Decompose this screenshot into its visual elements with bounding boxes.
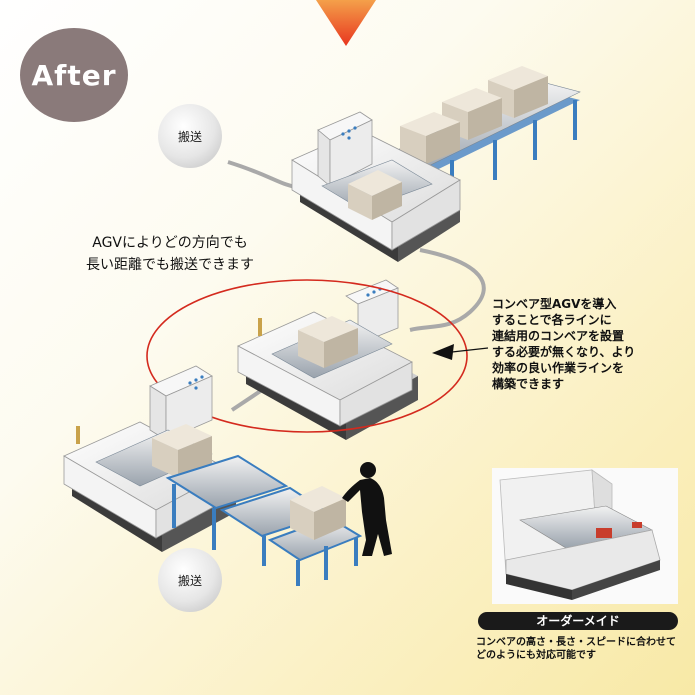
- transport-label: 搬送: [177, 129, 202, 144]
- agv-vehicle-lower: [63, 365, 236, 552]
- note-line: 構築できます: [492, 377, 565, 391]
- custom-desc-line: コンベアの高さ・長さ・スピードに合わせて: [476, 637, 676, 648]
- down-arrow-icon: [316, 0, 376, 46]
- custom-desc-line: どのようにも対応可能です: [476, 650, 596, 661]
- after-badge: After: [20, 28, 128, 122]
- note-line: することで各ラインに: [492, 313, 612, 327]
- custom-made-description: コンベアの高さ・長さ・スピードに合わせて どのようにも対応可能です: [476, 636, 688, 662]
- worker-silhouette: [342, 462, 392, 556]
- agv-vehicle-top: [291, 111, 461, 262]
- transport-label: 搬送: [177, 573, 202, 588]
- note-line: する必要が無くなり、より: [492, 345, 636, 359]
- note-line: コンベア型AGVを導入: [492, 297, 617, 311]
- cargo-box: [290, 486, 346, 540]
- caption-line: AGVによりどの方向でも: [92, 235, 248, 251]
- custom-made-label: オーダーメイド: [478, 612, 678, 630]
- caption-line: 長い距離でも搬送できます: [86, 257, 254, 273]
- annotation-arrow-icon: [432, 344, 489, 360]
- annotation-note: コンベア型AGVを導入 することで各ラインに 連結用のコンベアを設置 する必要が…: [492, 296, 682, 392]
- highlight-ellipse: [146, 279, 468, 433]
- agv-vehicle-middle: [237, 279, 418, 440]
- note-line: 効率の良い作業ラインを: [492, 361, 625, 375]
- agv-caption: AGVによりどの方向でも 長い距離でも搬送できます: [70, 232, 270, 276]
- lower-conveyor: [165, 454, 363, 586]
- transport-bubble-top: 搬送: [158, 104, 222, 168]
- transport-bubble-bottom: 搬送: [158, 548, 222, 612]
- custom-agv-photo: [492, 468, 678, 604]
- note-line: 連結用のコンベアを設置: [492, 329, 625, 343]
